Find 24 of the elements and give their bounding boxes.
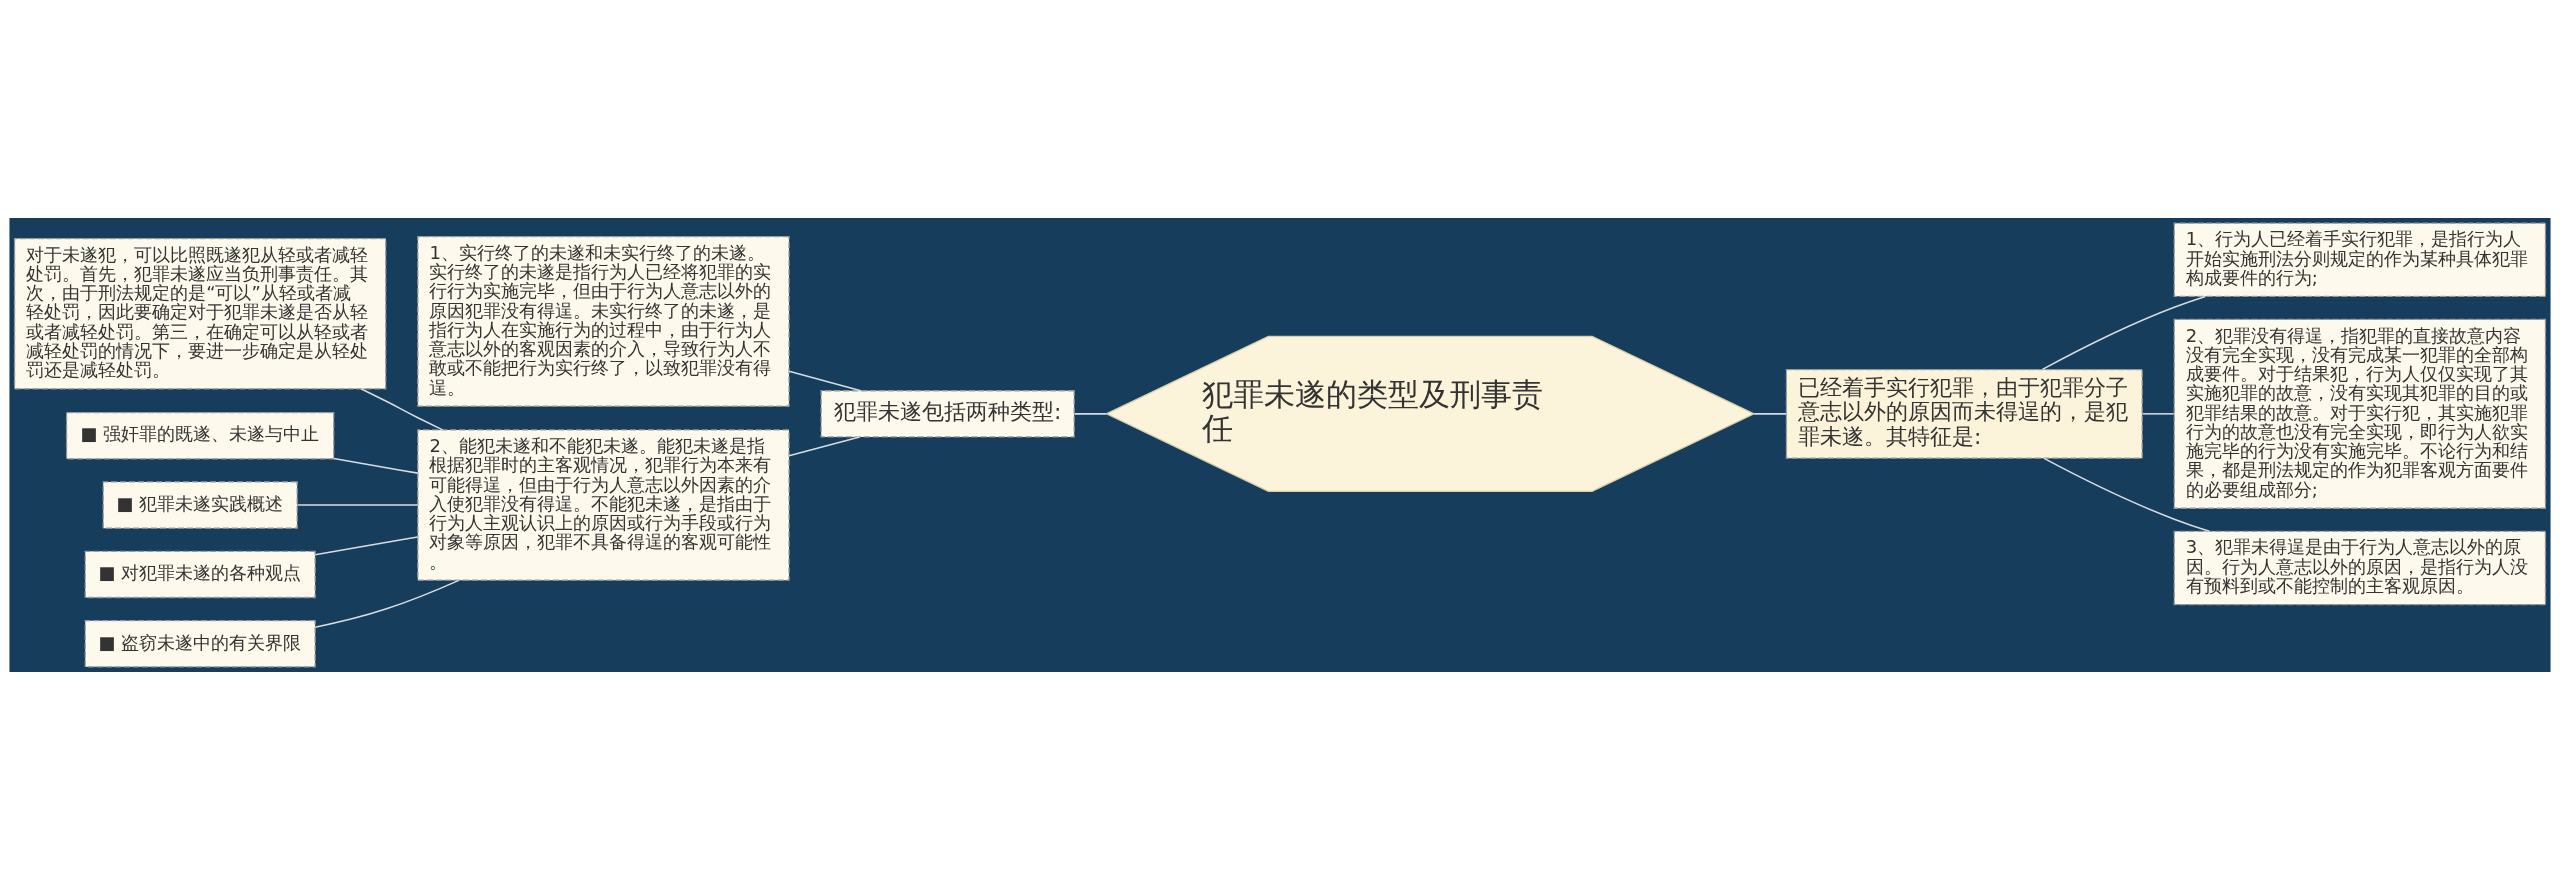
node-box: 1、行为人已经着手实行犯罪，是指行为人开始实施刑法分则规定的作为某种具体犯罪构成要件的行为;: [2173, 222, 2547, 297]
connector: [1753, 413, 1788, 415]
connector: [296, 504, 419, 506]
connector: [1073, 413, 1107, 415]
connector: [360, 388, 444, 431]
node-box: 犯罪未遂包括两种类型:: [820, 390, 1075, 438]
connector: [2141, 413, 2175, 415]
node-box: ■ 对犯罪未遂的各种观点: [84, 550, 316, 599]
node-box: ■ 盗窃未遂中的有关界限: [84, 620, 316, 668]
node-box: 对于未遂犯，可以比照既遂犯从轻或者减轻处罚。首先，犯罪未遂应当负刑事责任。其次，由于刑法规定的是“可以”从轻或者减轻处罚，因此要确定对于犯罪未遂是否从轻或者减轻处罚。第三，在确定可以从轻或者减轻处罚的情况下，要进一步确定是从轻处罚还是减轻处罚。: [13, 237, 387, 390]
connector: [788, 436, 861, 457]
node-box: 2、犯罪没有得逞，指犯罪的直接故意内容没有完全实现，没有完成某一犯罪的全部构成要件。对于结果犯，行为人仅仅实现了其实施犯罪的故意，没有实现其犯罪的目的或犯罪结果的故意。对于实行犯，其实施犯罪行为的故意也没有完全实现，即行为人欲实施完毕的行为没有实施完毕。不论行为和结果，都是刑法规定的作为犯罪客观方面要件的必要组成部分;: [2173, 318, 2547, 509]
node-box: 1、实行终了的未遂和未实行终了的未遂。实行终了的未遂是指行为人已经将犯罪的实行行为实施完毕，但由于行为人意志以外的原因犯罪没有得逞。未实行终了的未遂，是指行为人在实施行为的过程中，由于行为人意志以外的客观因素的介入，导致行为人不敢或不能把行为实行终了，以致犯罪没有得逞。: [417, 236, 790, 407]
node-box: ■ 强奸罪的既遂、未遂与中止: [65, 411, 335, 460]
connector: [2041, 295, 2207, 371]
node-box: 已经着手实行犯罪，由于犯罪分子意志以外的原因而未得逞的，是犯罪未遂。其特征是:: [1785, 368, 2143, 459]
connector: [333, 457, 419, 474]
node-box: ■ 犯罪未遂实践概述: [102, 481, 298, 529]
connector: [2043, 457, 2211, 533]
node-box: 2、能犯未遂和不能犯未遂。能犯未遂是指根据犯罪时的主客观情况，犯罪行为本来有可能得逞，但由于行为人意志以外因素的介入使犯罪没有得逞。不能犯未遂，是指由于行为人主观认识上的原因或行为手段或行为对象等原因，犯罪不具备得逞的客观可能性。: [417, 429, 790, 581]
connector: [314, 579, 460, 628]
connector: [788, 370, 862, 392]
connector: [314, 536, 419, 556]
node-box: 3、犯罪未得逞是由于行为人意志以外的原因。行为人意志以外的原因，是指行为人没有预料到或不能控制的主客观原因。: [2173, 530, 2547, 606]
